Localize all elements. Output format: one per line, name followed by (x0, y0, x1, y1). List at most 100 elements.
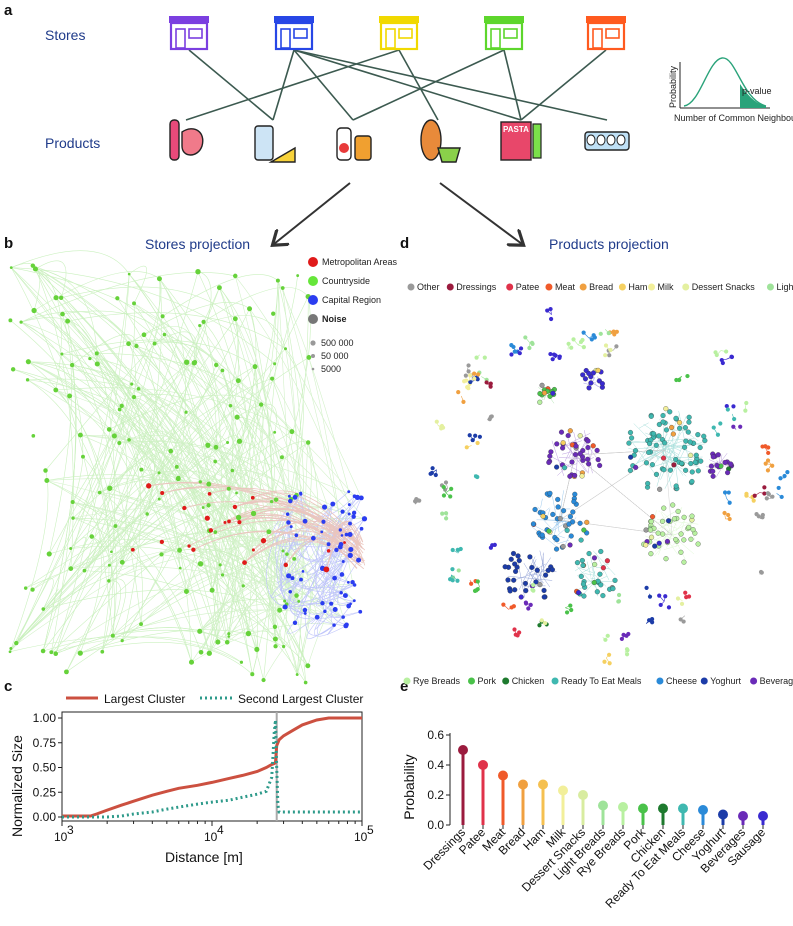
store-edge (210, 517, 364, 560)
store-node-countryside (275, 278, 280, 283)
product-node (644, 585, 649, 590)
store-edge (21, 317, 98, 365)
product-node (440, 511, 445, 516)
store-edge (28, 361, 233, 471)
product-node (590, 370, 596, 376)
product-node (621, 632, 626, 637)
store-node-capital (321, 519, 326, 524)
store-node-countryside (294, 593, 299, 598)
stores-network-edges (9, 250, 366, 683)
lollipop-head (458, 745, 468, 755)
store-edge (159, 498, 258, 650)
store-edge (99, 470, 230, 493)
product-node (661, 505, 667, 511)
store-edge (280, 526, 306, 614)
product-edge (547, 508, 551, 517)
store-node-countryside (132, 395, 137, 400)
store-edge (91, 536, 113, 652)
store-edge (199, 608, 344, 632)
store-edge (109, 278, 161, 489)
product-node (568, 603, 573, 608)
product-node (683, 438, 689, 444)
arrow-to-products (439, 182, 522, 244)
product-node (714, 352, 719, 358)
product-node (718, 421, 723, 426)
store-edge (35, 268, 210, 654)
product-node (469, 581, 474, 586)
store-edge (339, 518, 365, 562)
product-node (597, 462, 603, 469)
store-node-capital (348, 521, 352, 526)
x-tick-label: 10 (354, 830, 368, 844)
store-node-countryside (136, 387, 141, 391)
product-node (626, 440, 632, 446)
store-edge (115, 525, 335, 626)
store-edge (199, 603, 306, 632)
product-node (688, 536, 694, 542)
probability-lollipop-chart: 0.00.20.40.6ProbabilityDressingsPateeMea… (401, 728, 768, 911)
store-edge (35, 268, 98, 365)
product-node (726, 490, 731, 495)
store-node-capital (292, 494, 298, 500)
y-tick-label: 0.25 (33, 785, 57, 799)
store-node-countryside (197, 561, 204, 567)
store-edge (111, 531, 127, 552)
product-edge (518, 556, 536, 590)
store-edge (294, 511, 343, 623)
store-edge (10, 493, 301, 649)
x-axis-label: Distance [m] (165, 849, 243, 865)
product-node (595, 367, 601, 373)
store-node-countryside (40, 648, 46, 654)
store-node-countryside (297, 599, 301, 603)
store-edge (32, 265, 237, 494)
store-edge (108, 441, 240, 582)
store-edge (208, 441, 309, 506)
product-node (512, 561, 518, 567)
store-edge (320, 546, 344, 576)
product-node (607, 661, 612, 666)
store-icon (484, 16, 524, 51)
store-node-countryside (23, 586, 28, 590)
product-node (455, 578, 460, 583)
store-icon (169, 16, 209, 51)
product-node (577, 451, 583, 457)
store-edge (128, 273, 216, 533)
store-edge (289, 571, 346, 606)
store-edge (49, 538, 221, 566)
legend-label: Rye Breads (413, 676, 461, 686)
legend-label: Capital Region (322, 295, 381, 305)
store-edge (10, 498, 160, 649)
product-node (472, 376, 477, 381)
store-edge (99, 479, 204, 508)
store-edge (244, 527, 361, 563)
store-edge (333, 549, 355, 592)
store-node-countryside (245, 630, 252, 637)
store-edge (9, 525, 116, 652)
store-node-capital (352, 599, 356, 603)
store-edge (249, 308, 273, 681)
product-node (770, 494, 775, 499)
product-node (664, 538, 670, 544)
lollipop-head (758, 811, 768, 821)
product-node (648, 551, 654, 557)
store-edge (109, 498, 277, 566)
product-node (608, 347, 613, 353)
product-node (665, 518, 672, 524)
product-node (434, 419, 439, 424)
product-node (581, 527, 587, 533)
store-node-countryside (235, 491, 238, 495)
store-node-capital (294, 533, 299, 538)
product-edge (664, 448, 686, 489)
store-edge (84, 366, 256, 571)
store-edge (228, 630, 298, 675)
store-edge (96, 353, 349, 583)
store-edge (28, 361, 123, 563)
edge-3 (293, 49, 522, 121)
store-node-capital (332, 606, 338, 613)
store-edge (294, 511, 343, 623)
store-edge (10, 267, 114, 636)
store-node-metropolitan (237, 520, 242, 525)
store-edge (128, 439, 300, 602)
product-node (663, 556, 669, 562)
store-node-metropolitan (242, 560, 247, 565)
